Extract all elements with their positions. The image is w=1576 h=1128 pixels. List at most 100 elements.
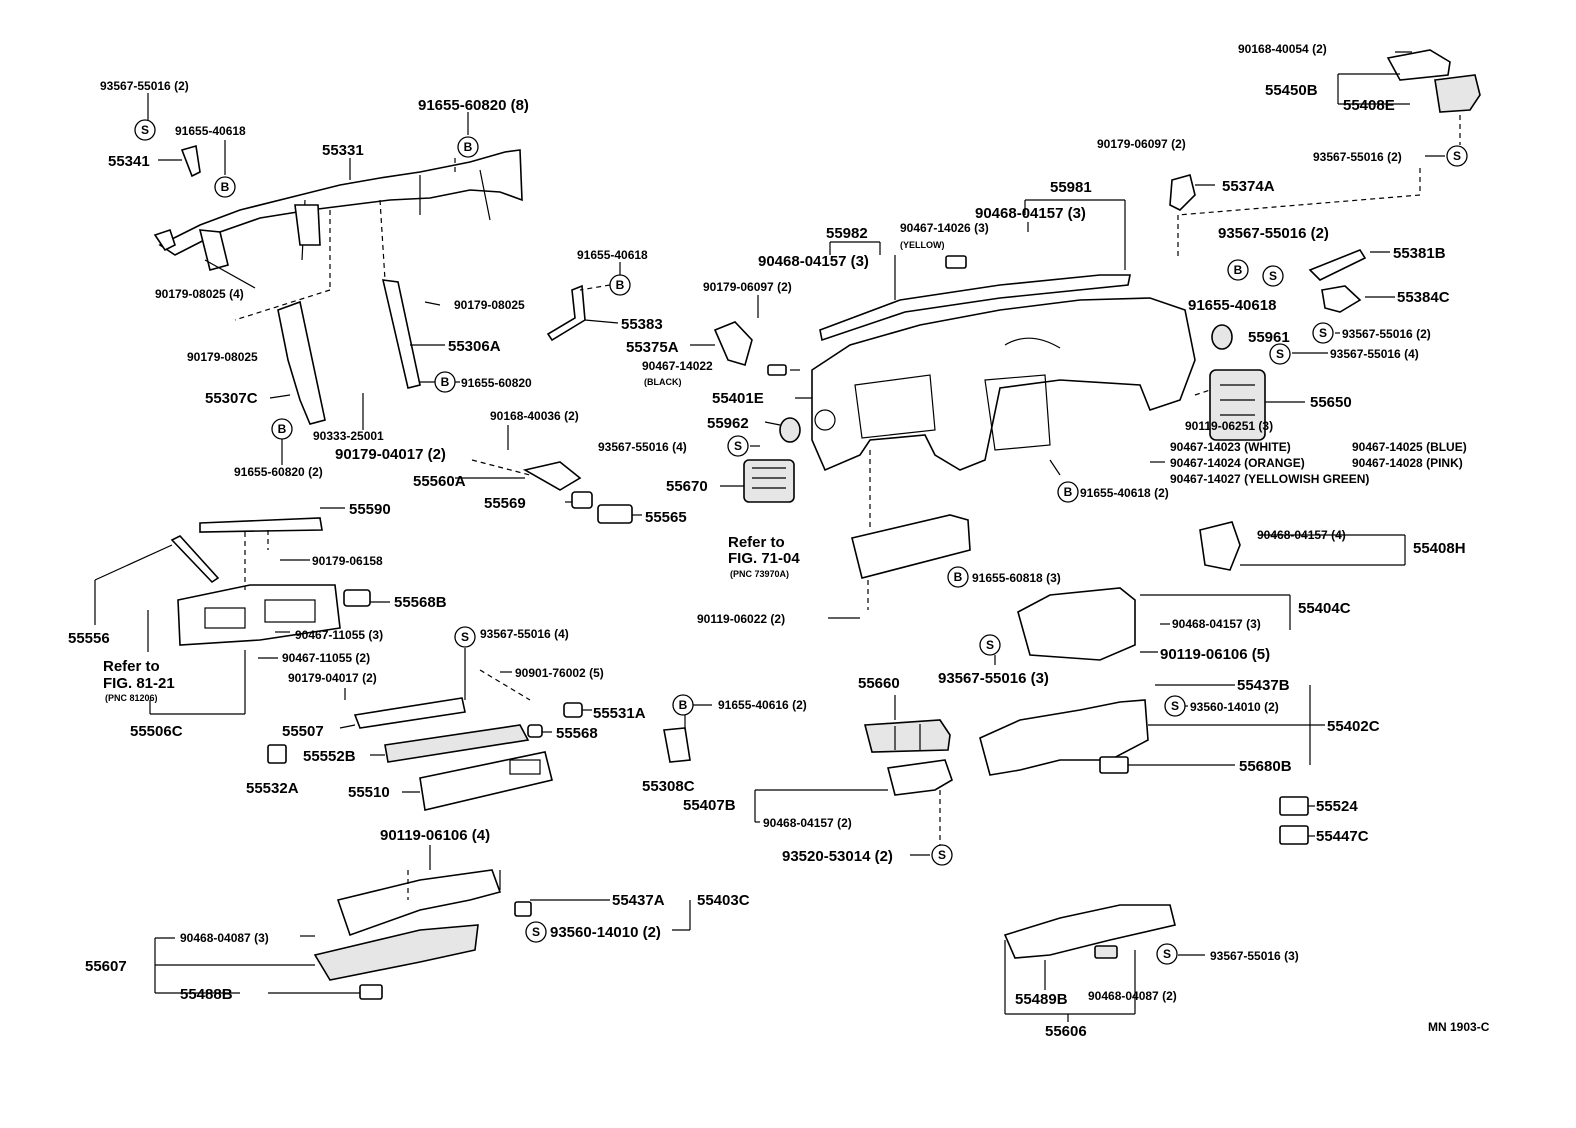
- part-label: 90467-14028 (PINK): [1352, 456, 1463, 470]
- b-symbol: B: [457, 136, 479, 158]
- lower-panel-55403C: [336, 869, 502, 937]
- part-label: (PNC 81206): [105, 693, 158, 703]
- b-symbol: B: [434, 371, 456, 393]
- part-label: 55606: [1045, 1023, 1087, 1040]
- instrument-panel-55401E: [811, 297, 1196, 472]
- part-label: 55552B: [303, 748, 356, 765]
- part-label: 91655-40618: [1188, 297, 1276, 314]
- part-label: 55341: [108, 153, 150, 170]
- part-label: 90467-14024 (ORANGE): [1170, 456, 1305, 470]
- part-label: (PNC 73970A): [730, 569, 789, 579]
- svg-text:B: B: [616, 278, 625, 292]
- part-label: 55403C: [697, 892, 750, 909]
- clip-55568: [527, 724, 543, 738]
- b-symbol: B: [609, 274, 631, 296]
- knob-55961: [1211, 324, 1233, 350]
- part-labels: 93567-55016 (2) 91655-40618 55341 91655-…: [68, 42, 1490, 1040]
- bracket-55308C: [663, 727, 691, 763]
- part-label: (YELLOW): [900, 240, 945, 250]
- s-symbol: S: [525, 921, 547, 943]
- svg-text:B: B: [278, 422, 287, 436]
- part-label: 90179-06158: [312, 554, 383, 568]
- svg-text:B: B: [954, 570, 963, 584]
- part-label: 55560A: [413, 473, 466, 490]
- part-label: 91655-60820 (2): [234, 465, 323, 479]
- s-symbol: S: [979, 634, 1001, 656]
- part-label: 91655-40618: [175, 124, 246, 138]
- part-label: 55306A: [448, 338, 501, 355]
- clip-55569: [571, 491, 593, 509]
- center-vent-55660: [863, 719, 951, 753]
- cover-55489B: [1094, 945, 1118, 959]
- part-label: 91655-40618: [577, 248, 648, 262]
- part-label: 55408H: [1413, 540, 1466, 557]
- svg-text:S: S: [532, 925, 540, 939]
- side-vent-55670: [743, 459, 795, 503]
- svg-text:B: B: [221, 180, 230, 194]
- clip-90467-14022: [767, 364, 787, 376]
- svg-text:S: S: [1163, 947, 1171, 961]
- part-label: (BLACK): [644, 377, 682, 387]
- part-label: 55375A: [626, 339, 679, 356]
- part-label: 55489B: [1015, 991, 1068, 1008]
- part-label: 55660: [858, 675, 900, 692]
- part-label: 90901-76002 (5): [515, 666, 604, 680]
- svg-text:S: S: [734, 439, 742, 453]
- part-label: 55532A: [246, 780, 299, 797]
- part-label: 93567-55016 (2): [1313, 150, 1402, 164]
- part-label: 93560-14010 (2): [1190, 700, 1279, 714]
- part-label: Refer to: [728, 534, 785, 551]
- b-symbol: B: [214, 176, 236, 198]
- part-label: 55607: [85, 958, 127, 975]
- airbag-module: [851, 514, 971, 579]
- cover-55568B: [343, 589, 371, 607]
- brace-55556: [170, 535, 220, 584]
- part-label: 91655-40618 (2): [1080, 486, 1169, 500]
- s-symbol: S: [1164, 695, 1186, 717]
- part-label: 93567-55016 (2): [1218, 225, 1329, 242]
- svg-text:S: S: [986, 638, 994, 652]
- part-label: 55568B: [394, 594, 447, 611]
- bracket-55590: [199, 517, 323, 533]
- part-label: 55447C: [1316, 828, 1369, 845]
- part-label: FIG. 71-04: [728, 550, 800, 567]
- part-label: 55488B: [180, 986, 233, 1003]
- part-label: 55981: [1050, 179, 1092, 196]
- part-label: 55524: [1316, 798, 1358, 815]
- cover-55510: [419, 751, 553, 811]
- part-label: 55437B: [1237, 677, 1290, 694]
- cover-55680B: [1099, 756, 1129, 774]
- part-label: 90467-14022: [642, 359, 713, 373]
- part-label: 55982: [826, 225, 868, 242]
- cover-55565: [597, 504, 633, 524]
- cover-55447C: [1279, 825, 1309, 845]
- part-label: 55384C: [1397, 289, 1450, 306]
- svg-text:B: B: [1064, 485, 1073, 499]
- s-symbol: S: [1262, 265, 1284, 287]
- s-symbol: S: [454, 626, 476, 648]
- part-label: 90467-14026 (3): [900, 221, 989, 235]
- cover-55524: [1279, 796, 1309, 816]
- box-55506C: [177, 584, 341, 646]
- reinforcement-bar-55331: [153, 149, 523, 271]
- part-label: 90468-04157 (2): [763, 816, 852, 830]
- svg-text:S: S: [1453, 149, 1461, 163]
- part-label: 91655-40616 (2): [718, 698, 807, 712]
- part-label: 55506C: [130, 723, 183, 740]
- side-vent-55650: [1209, 369, 1266, 441]
- s-symbol: S: [727, 435, 749, 457]
- part-label: 90467-14023 (WHITE): [1170, 440, 1291, 454]
- svg-text:B: B: [441, 375, 450, 389]
- part-label: 93567-55016 (4): [598, 440, 687, 454]
- lower-panel-55606: [1003, 904, 1176, 959]
- leader-lines: [94, 51, 1461, 1022]
- svg-text:B: B: [1234, 263, 1243, 277]
- bracket-55341: [180, 144, 201, 178]
- b-symbol: B: [672, 694, 694, 716]
- b-symbol: B: [271, 418, 293, 440]
- part-label: 91655-60820: [461, 376, 532, 390]
- s-symbol: S: [1312, 322, 1334, 344]
- part-label: 55565: [645, 509, 687, 526]
- latch-55488B: [359, 984, 383, 1000]
